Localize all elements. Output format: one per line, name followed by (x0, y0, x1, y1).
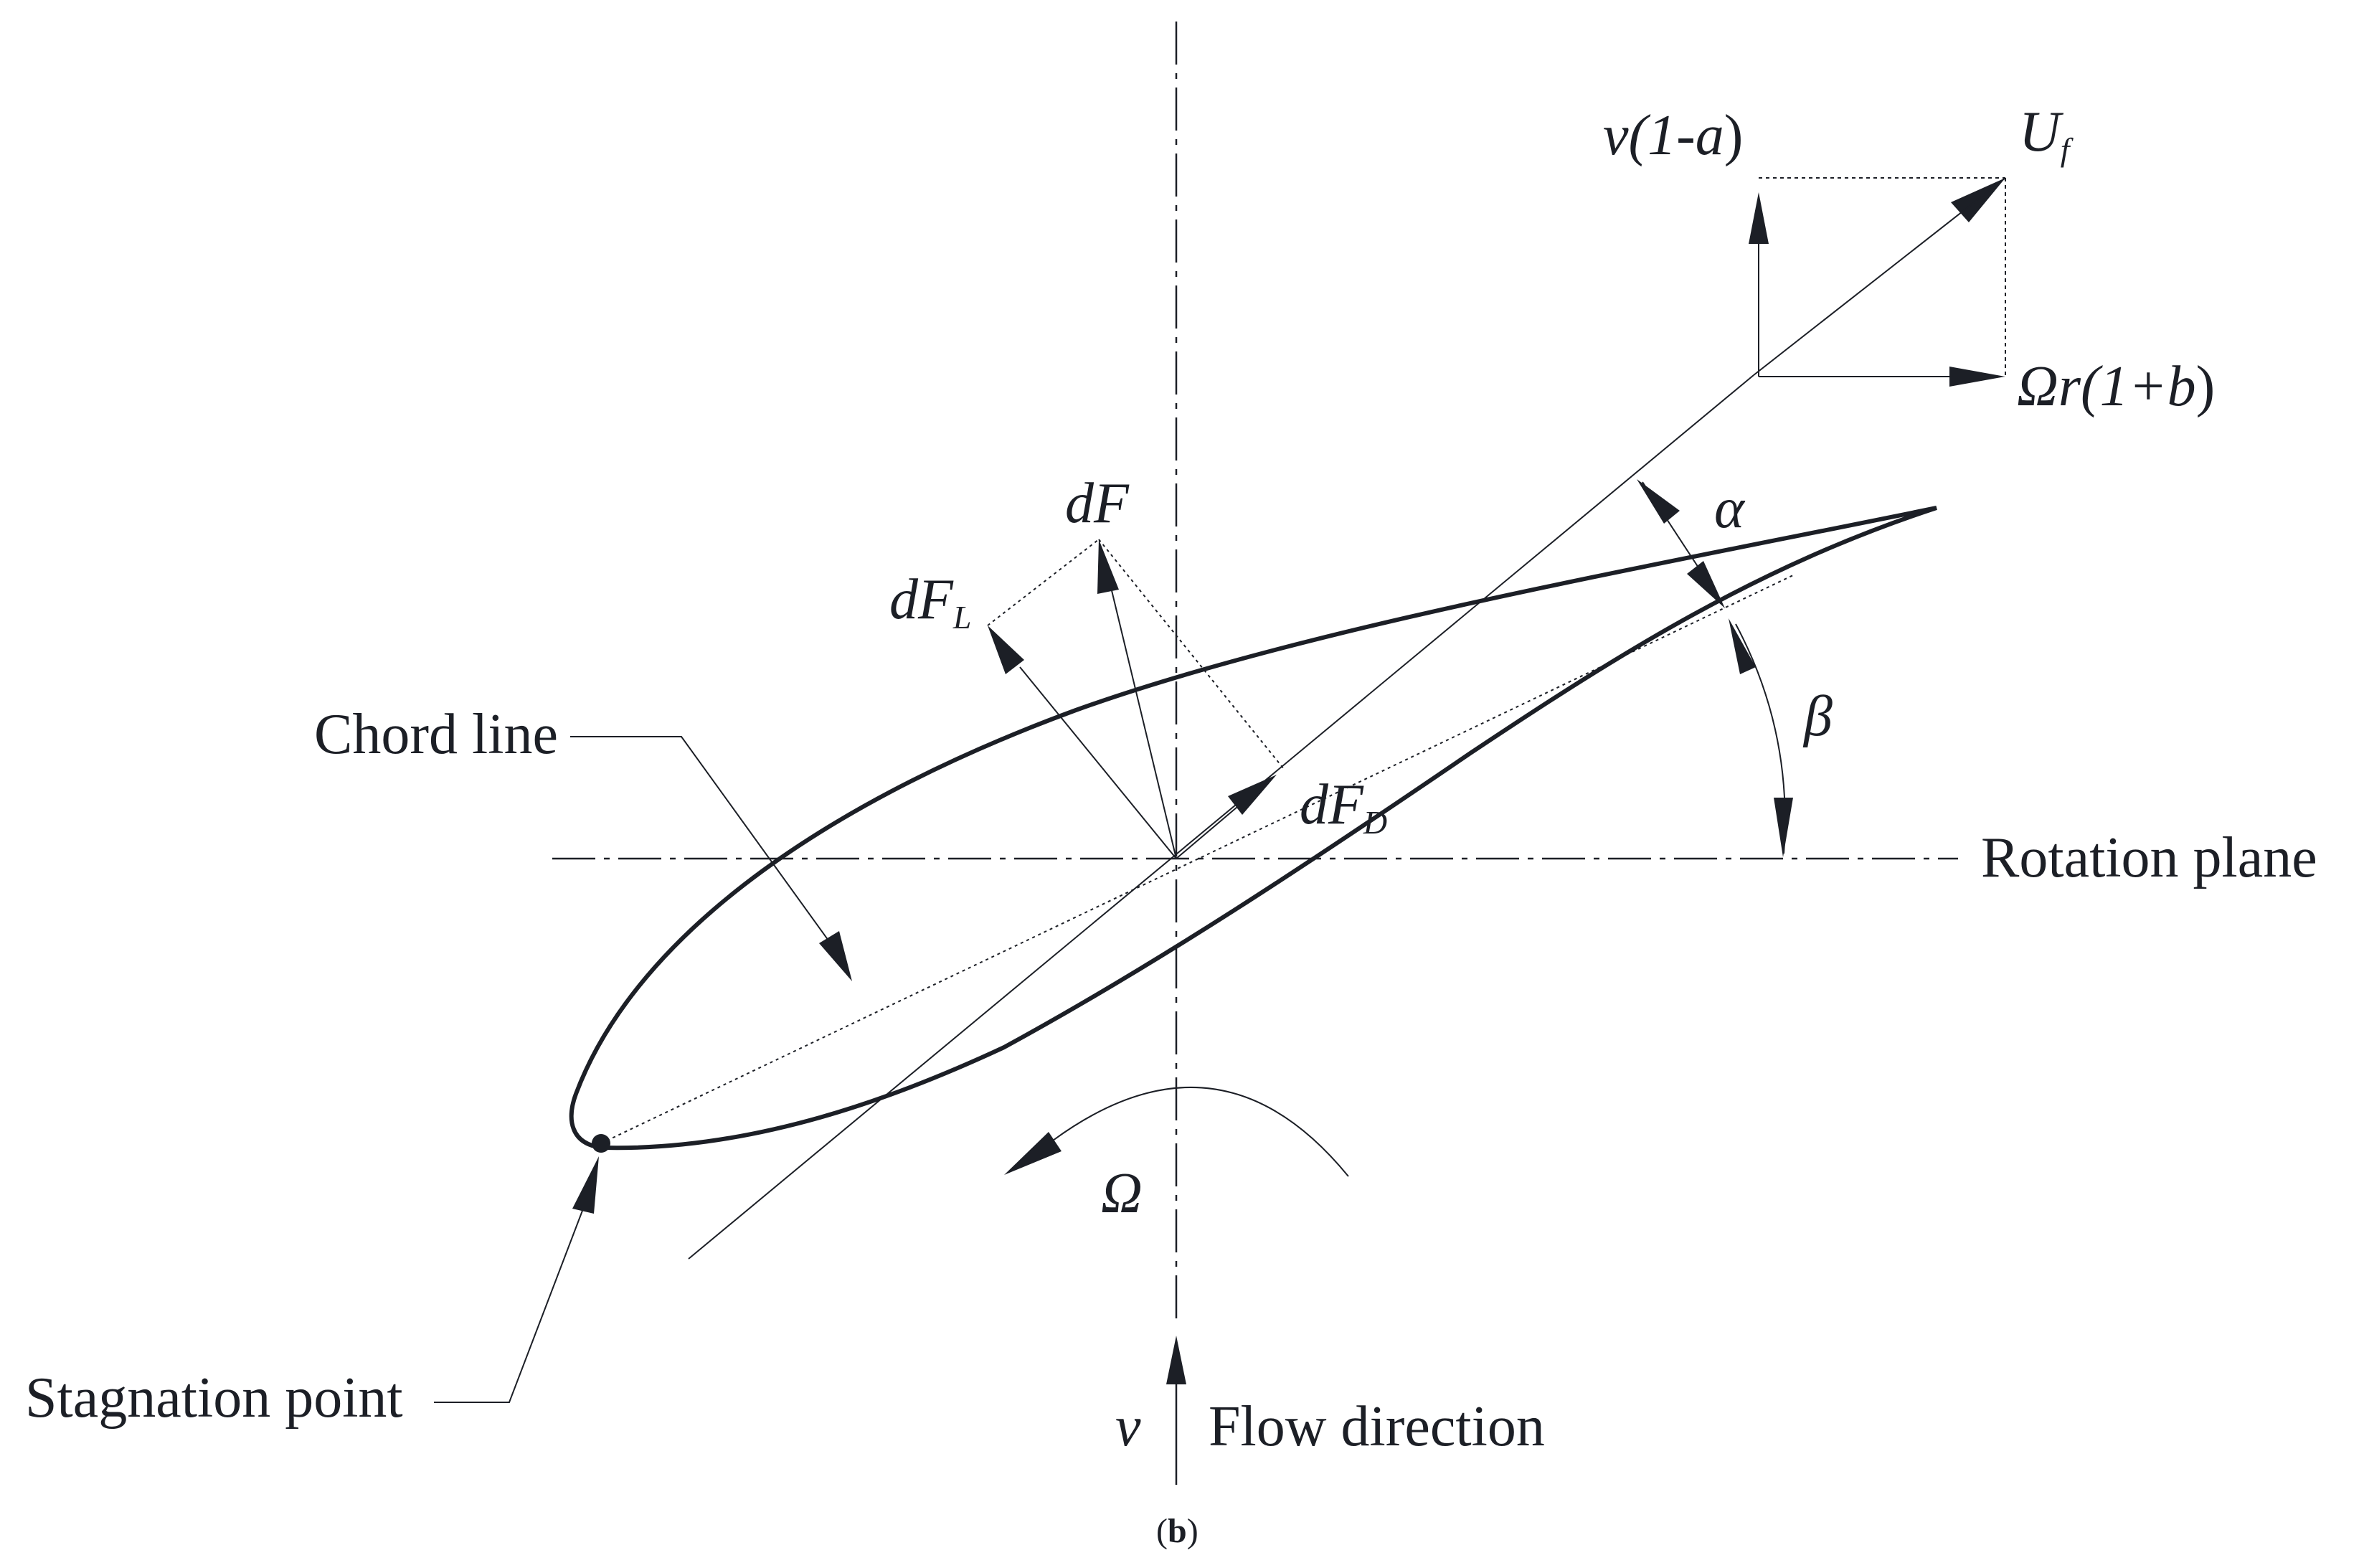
chord-leader-arrowhead (819, 931, 852, 981)
df-arrowhead (1097, 539, 1119, 594)
dfl-arrowhead (988, 625, 1024, 674)
flow-velocity-label: v (1115, 1395, 1141, 1458)
alpha-arrowhead-bottom (1687, 561, 1725, 608)
chord-leader-line (570, 736, 833, 946)
beta-indicator (1729, 618, 1793, 857)
tangential-component-arrowhead (1949, 367, 2005, 387)
dfd-label: dFD (1300, 773, 1387, 841)
dfd-arrowhead (1228, 775, 1277, 815)
relative-velocity-line (688, 374, 1754, 1260)
stagnation-leader-line (434, 1204, 585, 1403)
flow-arrowhead (1166, 1336, 1186, 1384)
stagnation-leader-arrowhead (572, 1156, 599, 1214)
rotation-indicator (1004, 1086, 1349, 1177)
stagnation-point-marker (592, 1134, 610, 1153)
chord-line (600, 575, 1794, 1144)
force-vectors (987, 539, 1285, 859)
stagnation-leader (434, 1156, 599, 1403)
reference-axes (552, 22, 1958, 1320)
force-parallelogram-left (987, 539, 1100, 626)
beta-label: β (1802, 685, 1833, 748)
axial-velocity-label: v(1-a) (1603, 104, 1743, 167)
uf-vector (1753, 177, 2006, 376)
uf-label: Uf (2019, 100, 2074, 168)
df-vector-line (1110, 584, 1177, 859)
flow-direction-label: Flow direction (1209, 1395, 1545, 1458)
dfd-vector-line (1176, 806, 1238, 859)
stagnation-point-label: Stagnation point (25, 1366, 403, 1430)
flow-direction-arrow (1166, 1336, 1186, 1485)
tangential-velocity-label: Ωr(1+b) (2017, 355, 2215, 418)
df-label: dF (1065, 472, 1130, 535)
rotation-arrowhead (1004, 1132, 1062, 1175)
omega-label: Ω (1101, 1162, 1143, 1225)
velocity-triangle (1749, 177, 2006, 387)
axial-component-arrowhead (1749, 192, 1769, 244)
beta-arrowhead-top (1729, 618, 1756, 674)
airfoil-outline (569, 506, 1937, 1151)
force-parallelogram-right (1098, 539, 1285, 770)
dfl-label: dFL (889, 568, 971, 636)
rotation-arc (1052, 1086, 1349, 1177)
alpha-indicator (1637, 479, 1725, 608)
figure-caption: (b) (1156, 1512, 1198, 1550)
alpha-arrowhead-top (1637, 479, 1680, 524)
rotation-plane-label: Rotation plane (1981, 826, 2317, 889)
beta-arrowhead-bottom (1774, 798, 1793, 857)
dfl-vector-line (1019, 666, 1177, 859)
alpha-label: α (1714, 477, 1746, 540)
chord-line-label: Chord line (314, 703, 558, 766)
chord-line-leader (570, 736, 852, 981)
